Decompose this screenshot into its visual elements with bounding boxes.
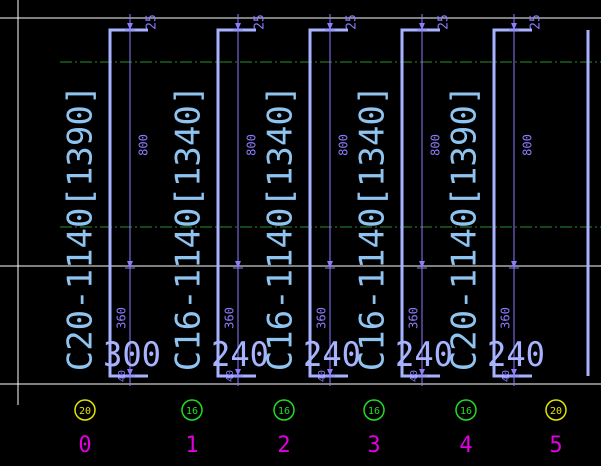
- column-main-label: C16-1140[1340]: [169, 85, 209, 372]
- column-main-label: C20-1140[1390]: [445, 85, 485, 372]
- dimension-bottom-text: 40: [409, 370, 420, 382]
- column-index-label: 2: [277, 433, 290, 458]
- dimension-arrow-icon: [127, 23, 133, 30]
- bar-marker-0[interactable]: 20 0: [74, 399, 96, 458]
- dimension-arrow-icon: [235, 261, 241, 268]
- dimension-lower-text: 360: [407, 307, 421, 329]
- bar-marker-3[interactable]: 16 3: [363, 399, 385, 458]
- dimension-middle-text: 800: [245, 134, 259, 156]
- dimension-top-text: 25: [529, 14, 544, 30]
- rebar-column-4[interactable]: 25 800 360 40 C20-1140[1390]240: [445, 14, 546, 386]
- column-main-label: C20-1140[1390]: [61, 85, 101, 372]
- dimension-middle-text: 800: [521, 134, 535, 156]
- dimension-bottom-text: 40: [317, 370, 328, 382]
- rebar-columns-layer: 2580036040C20-1140[1390]3002580036040C16…: [61, 14, 590, 386]
- dimension-arrow-icon: [127, 369, 133, 376]
- dimension-arrow-icon: [419, 261, 425, 268]
- dimension-top-text: 25: [437, 14, 452, 30]
- dimension-top-text: 25: [145, 14, 160, 30]
- column-main-label: C16-1140[1340]: [261, 85, 301, 372]
- column-index-label: 3: [367, 433, 380, 458]
- dimension-arrow-icon: [511, 261, 517, 268]
- bar-size-symbol: 16: [368, 406, 380, 417]
- bar-size-symbol: 16: [278, 406, 290, 417]
- bar-marker-1[interactable]: 16 1: [181, 399, 203, 458]
- column-index-label: 4: [459, 433, 472, 458]
- dimension-arrow-icon: [327, 369, 333, 376]
- dimension-lower-text: 360: [499, 307, 513, 329]
- column-width-label: 240: [211, 335, 269, 375]
- bar-size-circle-icon: [363, 399, 385, 421]
- column-index-label: 5: [549, 433, 562, 458]
- dimension-arrow-icon: [327, 23, 333, 30]
- dimension-top-text: 25: [345, 14, 360, 30]
- dimension-arrow-icon: [419, 369, 425, 376]
- dimension-arrow-icon: [419, 23, 425, 30]
- dimension-middle-text: 800: [337, 134, 351, 156]
- bar-marker-4[interactable]: 16 4: [455, 399, 477, 458]
- dimension-lower-text: 360: [315, 307, 329, 329]
- rebar-column-1[interactable]: 25 800 360 40 C16-1140[1340]240: [169, 14, 270, 386]
- bar-size-circle-icon: [545, 399, 567, 421]
- dimension-arrow-icon: [511, 369, 517, 376]
- dimension-bottom-text: 40: [501, 370, 512, 382]
- bar-size-symbol: 16: [460, 406, 472, 417]
- bar-marker-5[interactable]: 20 5: [545, 399, 567, 458]
- column-width-label: 240: [303, 335, 361, 375]
- dimension-arrow-icon: [235, 369, 241, 376]
- column-index-label: 0: [78, 433, 91, 458]
- dimension-arrow-icon: [511, 23, 517, 30]
- bar-size-circle-icon: [273, 399, 295, 421]
- column-index-label: 1: [185, 433, 198, 458]
- dimension-bottom-text: 40: [117, 370, 128, 382]
- rebar-column-0[interactable]: 25 800 360 40 C20-1140[1390]300: [61, 14, 162, 386]
- column-width-label: 240: [395, 335, 453, 375]
- bar-size-symbol: 16: [186, 406, 198, 417]
- dimension-lower-text: 360: [115, 307, 129, 329]
- dimension-middle-text: 800: [137, 134, 151, 156]
- rebar-column-3[interactable]: 25 800 360 40 C16-1140[1340]240: [353, 14, 454, 386]
- column-main-label: C16-1140[1340]: [353, 85, 393, 372]
- dimension-bottom-text: 40: [225, 370, 236, 382]
- bar-size-circle-icon: [181, 399, 203, 421]
- rebar-column-2[interactable]: 25 800 360 40 C16-1140[1340]240: [261, 14, 362, 386]
- bar-size-symbol: 20: [550, 406, 562, 417]
- dimension-top-text: 25: [253, 14, 268, 30]
- bar-size-circle-icon: [455, 399, 477, 421]
- dimension-arrow-icon: [127, 261, 133, 268]
- column-width-label: 240: [487, 335, 545, 375]
- dimension-arrow-icon: [327, 261, 333, 268]
- column-width-label: 300: [103, 335, 161, 375]
- bar-markers-layer: 20 0 16 1 16 2 16 3 16 4 20 5: [74, 399, 567, 458]
- bar-marker-2[interactable]: 16 2: [273, 399, 295, 458]
- dimension-middle-text: 800: [429, 134, 443, 156]
- bar-size-circle-icon: [74, 399, 96, 421]
- dimension-arrow-icon: [235, 23, 241, 30]
- dimension-lower-text: 360: [223, 307, 237, 329]
- bar-size-symbol: 20: [79, 406, 91, 417]
